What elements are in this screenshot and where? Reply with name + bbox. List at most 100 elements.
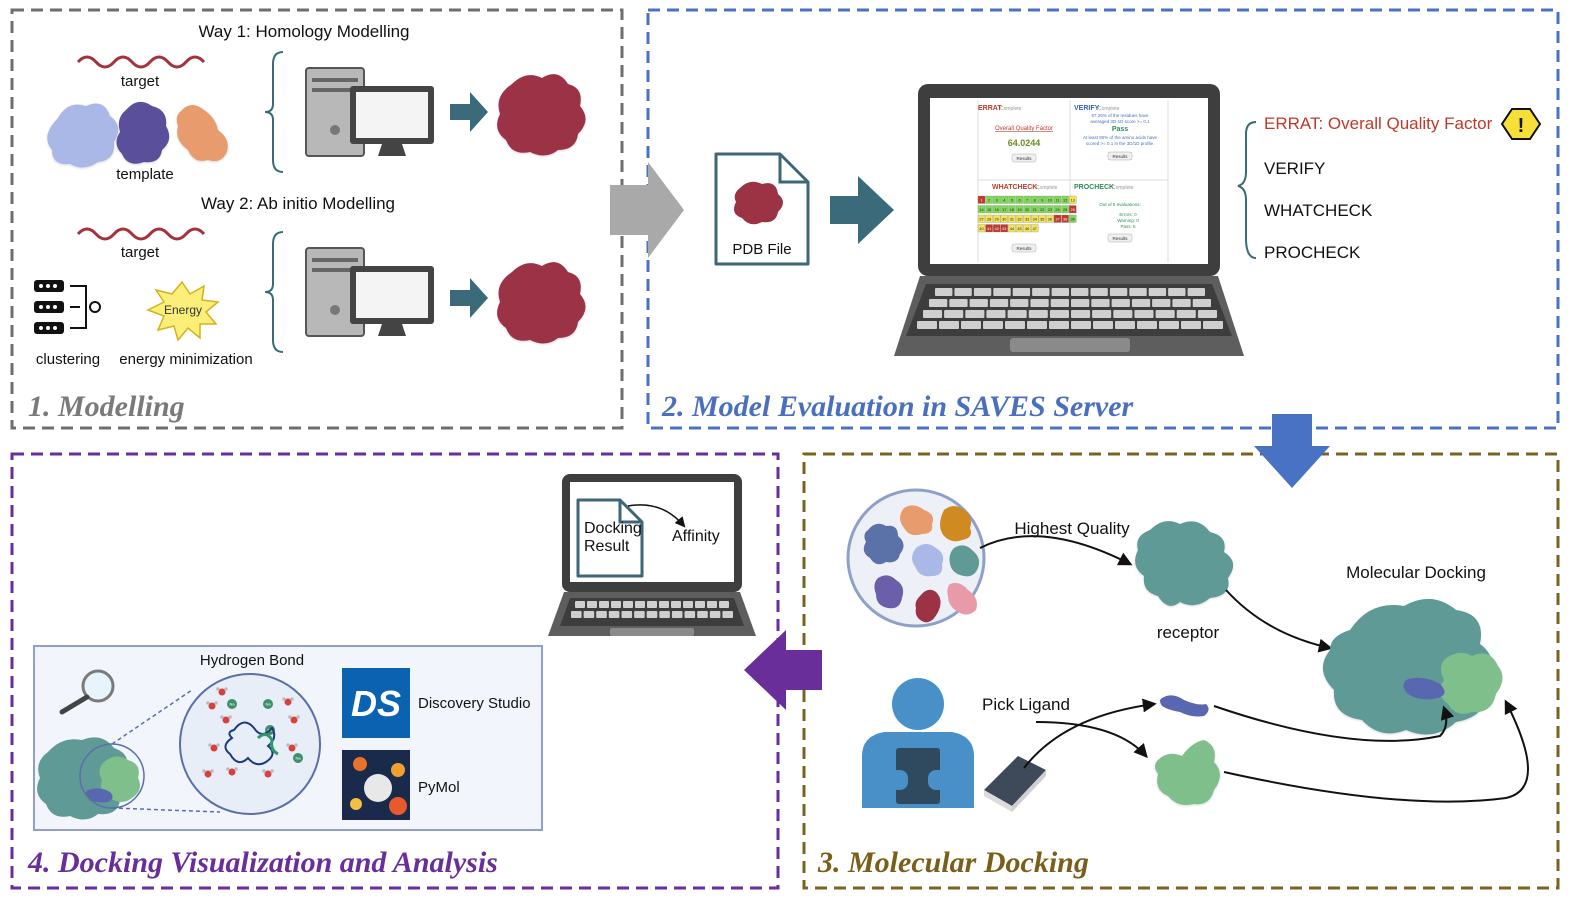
keyboard-key <box>1071 321 1091 329</box>
water-hydrogen <box>226 767 230 771</box>
errat-results-button: Results <box>1016 156 1032 161</box>
clustering-label: clustering <box>36 351 100 368</box>
residue-number: 1 <box>980 199 982 203</box>
keyboard-key <box>697 611 708 618</box>
water-oxygen <box>228 768 236 776</box>
verify-screen-status: Complete <box>1098 106 1120 112</box>
residue-cell <box>1015 195 1024 204</box>
residue-cell <box>1008 224 1016 233</box>
water-hydrogen <box>294 743 298 747</box>
residue-number: 9 <box>1041 199 1043 203</box>
template-label: template <box>116 166 174 183</box>
residue-cell <box>1023 195 1031 204</box>
clustering-icon <box>34 280 101 334</box>
keyboard-key <box>1181 321 1201 329</box>
residue-number: 22 <box>1040 208 1044 212</box>
residue-cell <box>1061 195 1069 204</box>
water-hydrogen <box>216 687 220 691</box>
residue-number: 26 <box>1071 208 1075 212</box>
water-hydrogen <box>270 769 274 773</box>
scientist-reading-icon <box>862 678 974 808</box>
residue-number: 43 <box>1002 227 1006 231</box>
keyboard-key <box>621 611 633 618</box>
residue-cell <box>1053 195 1062 204</box>
molecular-docking-label: Molecular Docking <box>1346 563 1486 582</box>
keyboard-key <box>1129 288 1147 296</box>
sodium-label: Na <box>229 702 235 707</box>
residue-number: 40 <box>979 227 983 231</box>
target2-sequence-icon <box>76 227 206 241</box>
residue-cell <box>1038 214 1046 223</box>
keyboard-key <box>1203 321 1223 329</box>
modelled-protein-way2-icon <box>497 262 586 344</box>
keyboard-key <box>1137 321 1157 329</box>
residue-number: 38 <box>1063 218 1067 222</box>
residue-number: 42 <box>995 227 999 231</box>
water-oxygen <box>210 744 218 752</box>
residue-number: 25 <box>1063 208 1067 212</box>
highest-quality-arrow <box>979 535 1133 566</box>
keyboard-key <box>623 601 633 608</box>
residue-cell <box>1000 214 1008 223</box>
keyboard-key <box>1071 310 1091 318</box>
errat-screen-status: Complete <box>1000 106 1022 112</box>
residue-number: 34 <box>1033 218 1037 222</box>
residue-cell <box>1038 195 1046 204</box>
keyboard-key <box>683 601 693 608</box>
water-oxygen <box>284 698 292 706</box>
keyboard-key <box>1010 299 1029 307</box>
water-oxygen <box>264 770 272 778</box>
residue-number: 13 <box>1071 199 1075 203</box>
verify-line-1: 67.26% of the residues have <box>1091 113 1149 118</box>
keyboard-key <box>1159 321 1179 329</box>
residue-cell <box>977 214 986 223</box>
residue-number: 17 <box>1002 208 1006 212</box>
residue-cell <box>1031 224 1039 233</box>
keyboard-key <box>1050 299 1069 307</box>
sodium-label: Na <box>295 756 301 761</box>
residue-cell <box>1015 205 1024 214</box>
water-oxygen <box>222 716 230 724</box>
zoom-line-top <box>111 689 193 745</box>
residue-cell <box>1031 195 1039 204</box>
keyboard-key <box>596 611 607 618</box>
keyboard-key <box>961 321 981 329</box>
keyboard-key <box>1049 321 1069 329</box>
keyboard-key <box>1093 321 1113 329</box>
keyboard-key <box>1115 321 1135 329</box>
keyboard-key <box>709 611 721 618</box>
verify-results-button: Results <box>1112 154 1128 159</box>
residue-cell <box>1000 205 1008 214</box>
water-oxygen <box>208 702 216 710</box>
pool-protein-8-icon <box>947 582 977 615</box>
docked-complex-icon <box>1322 598 1503 735</box>
residue-number: 21 <box>1033 208 1037 212</box>
verify-line-2: averaged 3D-1D score >= 0.1 <box>1090 119 1150 124</box>
procheck-warning: Warning: 0 <box>1117 218 1139 223</box>
water-hydrogen <box>296 715 300 719</box>
residue-cell <box>993 205 1001 214</box>
keyboard-key <box>1071 299 1090 307</box>
target-sequence-icon <box>76 55 206 69</box>
keyboard-key <box>575 601 585 608</box>
keyboard-key <box>1007 310 1027 318</box>
residue-cell <box>993 224 1001 233</box>
keyboard-key <box>969 299 988 307</box>
sodium-ion <box>293 753 303 763</box>
keyboard-key <box>1131 299 1151 307</box>
verify-result: Pass <box>1112 126 1128 133</box>
residue-cell <box>1000 224 1008 233</box>
keyboard-key <box>939 321 959 329</box>
keyboard-key <box>707 601 717 608</box>
water-hydrogen <box>214 701 218 705</box>
ligand-small-to-docking-arrow <box>1213 705 1455 742</box>
keyboard-key <box>571 611 582 618</box>
keyboard-key <box>1027 321 1047 329</box>
water-hydrogen <box>290 697 294 701</box>
residue-cell <box>1061 205 1069 214</box>
residue-number: 8 <box>1034 199 1036 203</box>
keyboard-key <box>935 288 953 296</box>
keyboard-key <box>1012 288 1031 296</box>
teal-arrow-way2 <box>450 278 488 318</box>
keyboard-key <box>1051 288 1069 296</box>
